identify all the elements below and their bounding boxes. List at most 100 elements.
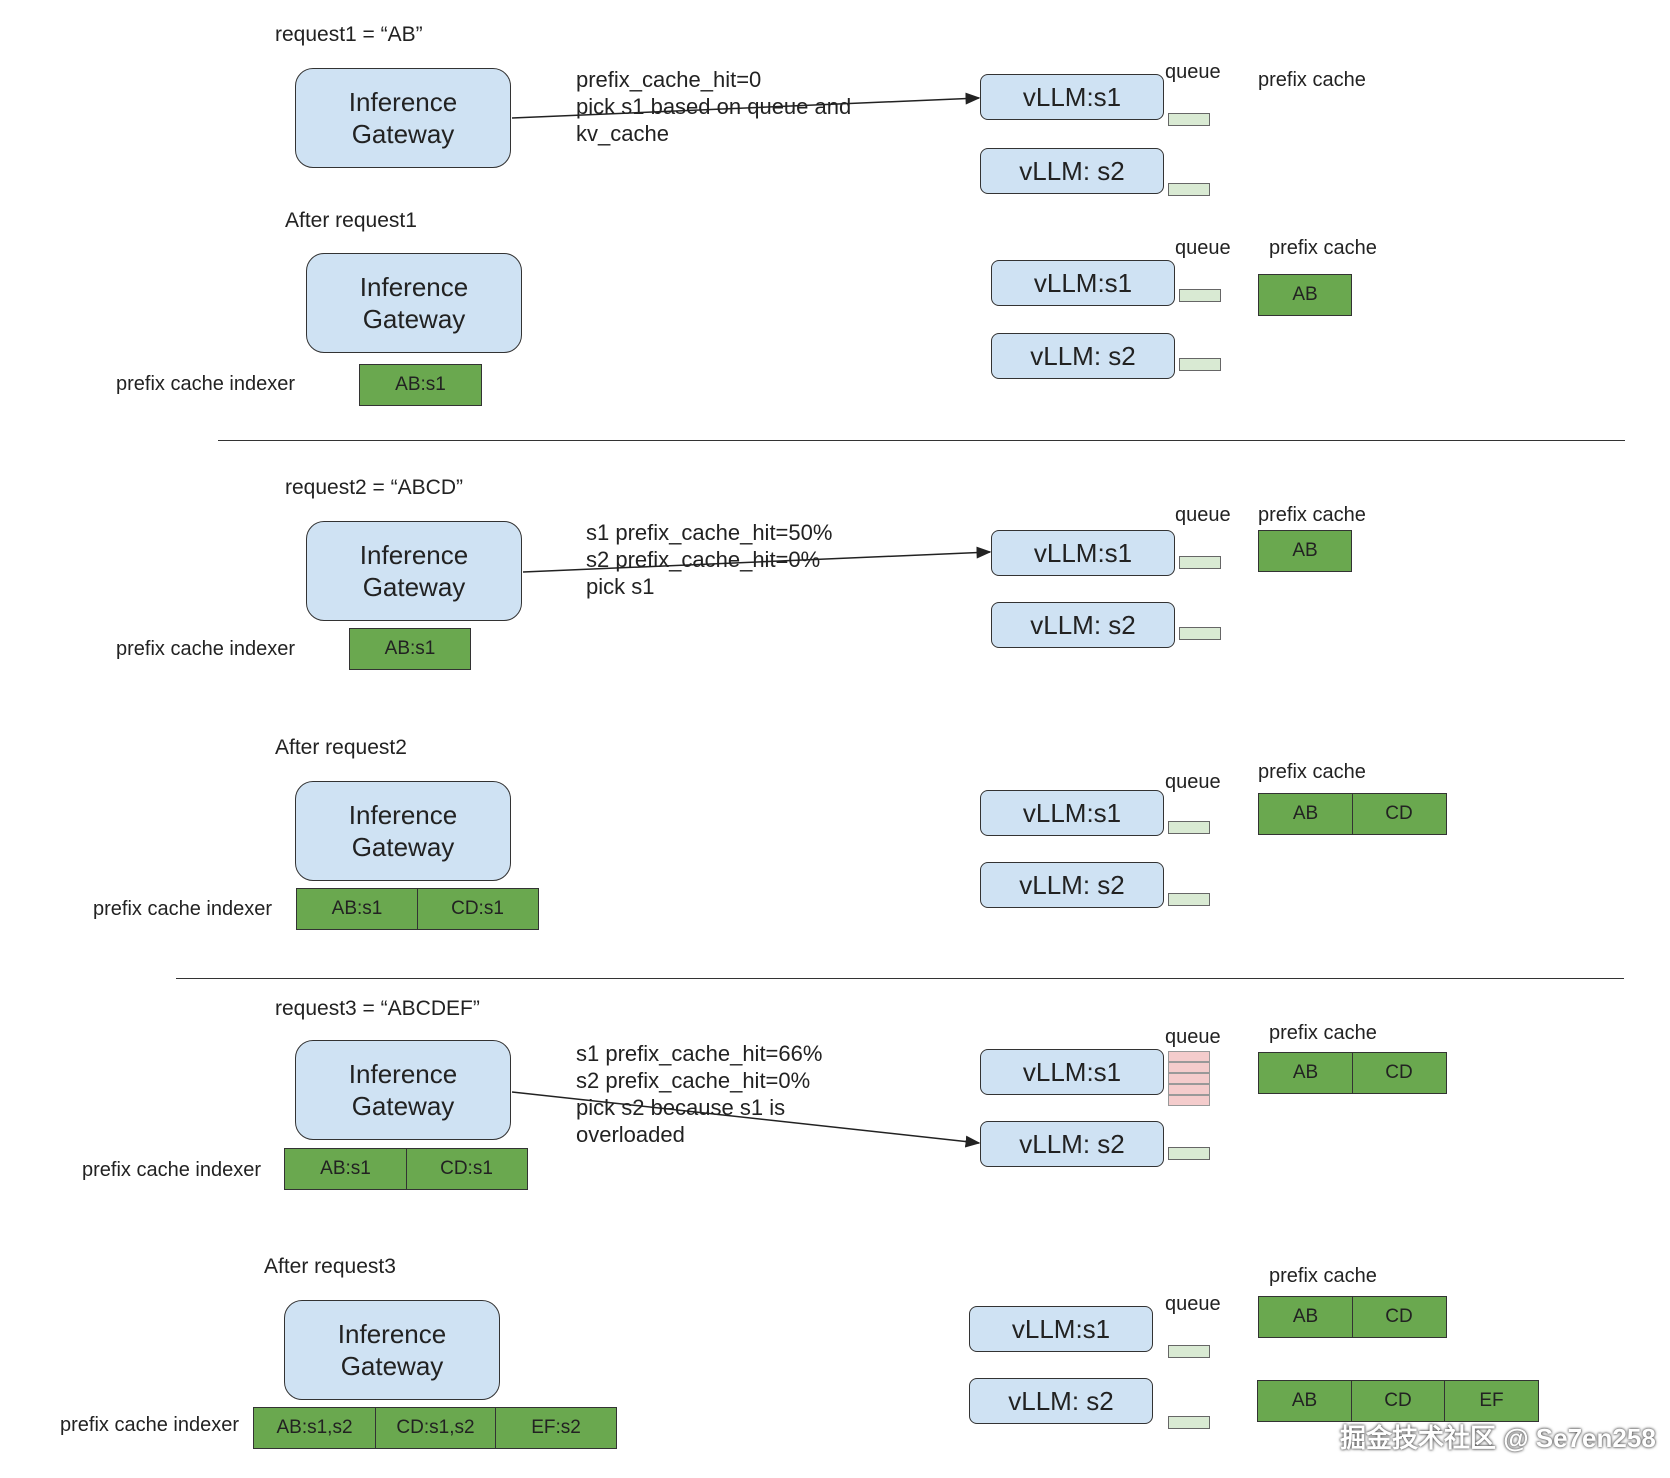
queue-s1 [1179, 289, 1221, 302]
queue-s2 [1168, 893, 1210, 906]
request1-title: request1 = “AB” [275, 23, 423, 46]
watermark: 掘金技术社区 @ Se7en258 [1340, 1423, 1656, 1453]
gateway-label: Inference Gateway [359, 540, 469, 602]
vllm-s2-node: vLLM: s2 [991, 602, 1175, 648]
queue-s2 [1179, 627, 1221, 640]
after-request3-title: After request3 [264, 1255, 396, 1278]
vllm-s2-node: vLLM: s2 [980, 1121, 1164, 1167]
cache-cell: AB [1258, 793, 1353, 835]
inference-gateway-box: Inference Gateway [295, 1040, 511, 1140]
prefix-cache-indexer-label: prefix cache indexer [93, 898, 272, 920]
request3-title: request3 = “ABCDEF” [275, 997, 480, 1020]
prefix-cache-cells: AB [1258, 274, 1352, 316]
gateway-label: Inference Gateway [337, 1319, 447, 1381]
queue-label: queue [1165, 61, 1221, 83]
gateway-label: Inference Gateway [348, 87, 458, 149]
request1-note: prefix_cache_hit=0 pick s1 based on queu… [576, 67, 852, 146]
after-request2-title: After request2 [275, 736, 407, 759]
gateway-label: Inference Gateway [348, 800, 458, 862]
after-request1-title: After request1 [285, 209, 417, 232]
queue-s1 [1168, 821, 1210, 834]
gateway-label: Inference Gateway [359, 272, 469, 334]
queue-s2 [1168, 1147, 1210, 1160]
queue-label: queue [1165, 771, 1221, 793]
indexer-cell: AB:s1 [349, 628, 471, 670]
queue-s1 [1179, 556, 1221, 569]
request2-note: s1 prefix_cache_hit=50% s2 prefix_cache_… [586, 520, 833, 599]
prefix-cache-cells: AB [1258, 530, 1352, 572]
indexer-cell: AB:s1,s2 [253, 1407, 376, 1449]
indexer-cell: CD:s1 [405, 1148, 528, 1190]
queue-s1-overloaded [1168, 1073, 1210, 1084]
prefix-cache-indexer-label: prefix cache indexer [116, 373, 295, 395]
prefix-cache-label: prefix cache [1258, 69, 1366, 91]
indexer-cell: EF:s2 [495, 1407, 617, 1449]
cache-cell: CD [1350, 1380, 1446, 1422]
inference-gateway-box: Inference Gateway [295, 68, 511, 168]
inference-gateway-box: Inference Gateway [295, 781, 511, 881]
vllm-s1-node: vLLM:s1 [991, 260, 1175, 306]
prefix-cache-cells-s2: AB CD EF [1257, 1380, 1539, 1422]
indexer-cell: CD:s1,s2 [374, 1407, 497, 1449]
queue-s2 [1168, 183, 1210, 196]
queue-s1-overloaded [1168, 1051, 1210, 1062]
indexer-cells: AB:s1 [349, 628, 471, 670]
indexer-cells: AB:s1 CD:s1 [296, 888, 539, 930]
indexer-cells: AB:s1 CD:s1 [284, 1148, 528, 1190]
queue-s1-overloaded [1168, 1062, 1210, 1073]
section-divider [218, 440, 1625, 441]
vllm-s1-node: vLLM:s1 [980, 74, 1164, 120]
cache-cell: CD [1351, 793, 1447, 835]
cache-cell: CD [1351, 1052, 1447, 1094]
prefix-cache-label: prefix cache [1269, 1265, 1377, 1287]
gateway-label: Inference Gateway [348, 1059, 458, 1121]
queue-s1-overloaded [1168, 1095, 1210, 1106]
indexer-cell: AB:s1 [359, 364, 482, 406]
vllm-s2-node: vLLM: s2 [969, 1378, 1153, 1424]
cache-cell: AB [1258, 1052, 1353, 1094]
queue-s1-overloaded [1168, 1084, 1210, 1095]
queue-s2 [1179, 358, 1221, 371]
prefix-cache-cells: AB CD [1258, 793, 1447, 835]
vllm-s1-node: vLLM:s1 [991, 530, 1175, 576]
queue-s2 [1168, 1416, 1210, 1429]
cache-cell: AB [1258, 1296, 1353, 1338]
prefix-cache-label: prefix cache [1258, 761, 1366, 783]
queue-label: queue [1165, 1026, 1221, 1048]
queue-label: queue [1175, 237, 1231, 259]
indexer-cells: AB:s1 [359, 364, 482, 406]
indexer-cell: CD:s1 [416, 888, 539, 930]
queue-s1 [1168, 1345, 1210, 1358]
queue-s1 [1168, 113, 1210, 126]
cache-cell: AB [1258, 274, 1352, 316]
prefix-cache-label: prefix cache [1269, 1022, 1377, 1044]
prefix-cache-cells: AB CD [1258, 1052, 1447, 1094]
indexer-cells: AB:s1,s2 CD:s1,s2 EF:s2 [253, 1407, 617, 1449]
cache-cell: CD [1351, 1296, 1447, 1338]
prefix-cache-label: prefix cache [1269, 237, 1377, 259]
vllm-s1-node: vLLM:s1 [969, 1306, 1153, 1352]
prefix-cache-indexer-label: prefix cache indexer [60, 1414, 239, 1436]
cache-cell: AB [1258, 530, 1352, 572]
request3-note: s1 prefix_cache_hit=66% s2 prefix_cache_… [576, 1041, 823, 1147]
prefix-cache-cells-s1: AB CD [1258, 1296, 1447, 1338]
queue-label: queue [1165, 1293, 1221, 1315]
vllm-s1-node: vLLM:s1 [980, 790, 1164, 836]
inference-gateway-box: Inference Gateway [284, 1300, 500, 1400]
indexer-cell: AB:s1 [296, 888, 418, 930]
queue-label: queue [1175, 504, 1231, 526]
vllm-s1-node: vLLM:s1 [980, 1049, 1164, 1095]
prefix-cache-indexer-label: prefix cache indexer [116, 638, 295, 660]
inference-gateway-box: Inference Gateway [306, 521, 522, 621]
vllm-s2-node: vLLM: s2 [991, 333, 1175, 379]
vllm-s2-node: vLLM: s2 [980, 862, 1164, 908]
indexer-cell: AB:s1 [284, 1148, 407, 1190]
section-divider [176, 978, 1624, 979]
request2-title: request2 = “ABCD” [285, 476, 463, 499]
prefix-cache-indexer-label: prefix cache indexer [82, 1159, 261, 1181]
cache-cell: AB [1257, 1380, 1352, 1422]
vllm-s2-node: vLLM: s2 [980, 148, 1164, 194]
prefix-cache-label: prefix cache [1258, 504, 1366, 526]
cache-cell: EF [1444, 1380, 1539, 1422]
